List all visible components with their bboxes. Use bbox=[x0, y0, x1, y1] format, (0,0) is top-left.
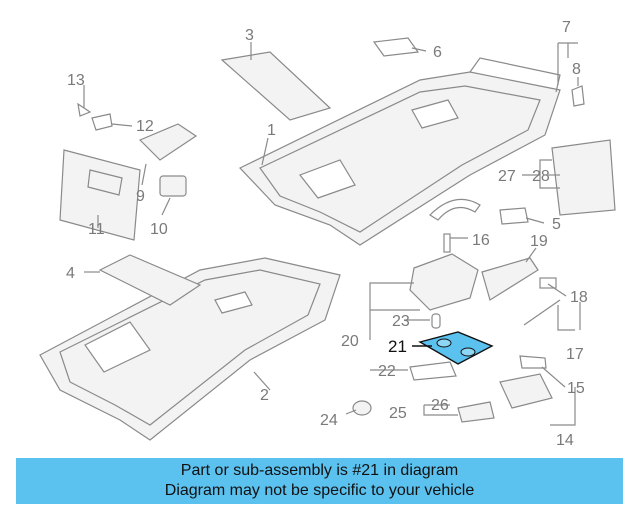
overhead-console bbox=[551, 139, 616, 216]
label-10: 10 bbox=[150, 221, 168, 238]
label-28: 28 bbox=[532, 168, 550, 185]
banner-line-2: Diagram may not be specific to your vehi… bbox=[164, 482, 475, 499]
label-18: 18 bbox=[570, 289, 588, 306]
label-23: 23 bbox=[392, 313, 410, 330]
bracket bbox=[481, 257, 539, 301]
label-3: 3 bbox=[245, 27, 254, 44]
leader-lines bbox=[83, 42, 581, 426]
lamp-assembly bbox=[499, 373, 553, 409]
label-19: 19 bbox=[530, 233, 548, 250]
lamp-cover bbox=[499, 207, 529, 225]
label-26: 26 bbox=[431, 397, 449, 414]
clip-small bbox=[571, 85, 585, 107]
label-9: 9 bbox=[136, 188, 145, 205]
clip-part bbox=[159, 175, 187, 197]
grommet bbox=[352, 400, 372, 416]
headliner-upper bbox=[239, 57, 561, 246]
bulb bbox=[431, 313, 441, 329]
label-12: 12 bbox=[136, 118, 154, 135]
vanity-mirror bbox=[138, 123, 198, 161]
label-25: 25 bbox=[389, 405, 407, 422]
sun-visor bbox=[59, 149, 141, 241]
lamp-lens bbox=[372, 37, 420, 57]
label-14: 14 bbox=[556, 432, 574, 449]
headliner-lower bbox=[39, 257, 341, 441]
label-11: 11 bbox=[88, 221, 105, 238]
label-1: 1 bbox=[267, 122, 276, 139]
label-15: 15 bbox=[567, 380, 585, 397]
label-16: 16 bbox=[472, 232, 490, 249]
label-24: 24 bbox=[320, 412, 338, 429]
hook-part bbox=[91, 113, 113, 131]
console-bracket bbox=[409, 253, 479, 311]
label-13: 13 bbox=[67, 72, 85, 89]
label-7: 7 bbox=[562, 19, 571, 36]
label-5: 5 bbox=[552, 216, 561, 233]
harness bbox=[523, 299, 561, 326]
banner-line-1: Part or sub-assembly is #21 in diagram bbox=[180, 462, 459, 479]
lens-part bbox=[409, 361, 457, 381]
label-27: 27 bbox=[498, 168, 516, 185]
label-6: 6 bbox=[433, 44, 442, 61]
parts-diagram: 1 2 3 4 5 6 7 8 9 10 11 12 13 14 15 16 1… bbox=[39, 19, 616, 449]
label-17: 17 bbox=[566, 346, 584, 363]
label-22: 22 bbox=[378, 363, 396, 380]
map-lamp bbox=[457, 401, 495, 423]
part-21-highlighted bbox=[418, 331, 494, 365]
label-2: 2 bbox=[260, 387, 269, 404]
label-21: 21 bbox=[388, 337, 407, 356]
label-20: 20 bbox=[341, 333, 359, 350]
info-banner: Part or sub-assembly is #21 in diagram D… bbox=[16, 458, 623, 504]
rear-panel bbox=[220, 51, 332, 121]
label-4: 4 bbox=[66, 265, 75, 282]
grab-handle bbox=[429, 198, 481, 221]
sunroof-panel bbox=[98, 254, 202, 306]
label-8: 8 bbox=[572, 61, 581, 78]
